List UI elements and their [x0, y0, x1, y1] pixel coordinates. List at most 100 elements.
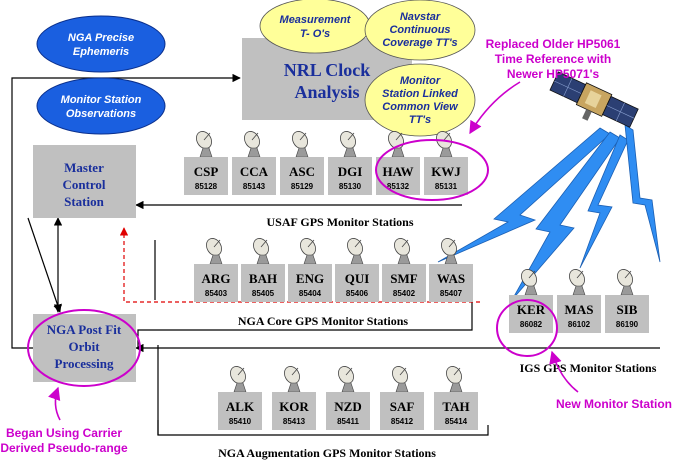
svg-text:TT's: TT's: [409, 114, 431, 126]
station-code: ALK: [226, 399, 255, 414]
station-id: 85143: [243, 182, 266, 191]
highlight-ellipse-haw-kwj: [375, 139, 489, 201]
igs-group-label: IGS GPS Monitor Stations: [520, 361, 657, 375]
station-core-smf: SMF 85402: [382, 238, 426, 302]
dish-antenna-icon: [284, 366, 301, 393]
lightning-bolt-icon: [579, 134, 629, 269]
svg-text:Replaced Older HP5061: Replaced Older HP5061: [486, 37, 621, 51]
svg-text:Began Using Carrier: Began Using Carrier: [6, 426, 122, 440]
station-code: NZD: [334, 399, 361, 414]
station-code: SIB: [617, 302, 638, 317]
master-control-station-box: [33, 145, 136, 218]
highlight-ellipse-ker: [496, 299, 558, 357]
svg-text:NGA Post Fit: NGA Post Fit: [47, 322, 122, 337]
svg-text:Station: Station: [64, 194, 105, 209]
station-box: [218, 392, 262, 430]
blue-oval-monitor-observations: Monitor Station Observations: [36, 77, 166, 135]
station-id: 85411: [337, 417, 359, 426]
dish-antenna-icon: [292, 131, 309, 158]
station-box: [194, 264, 238, 302]
station-id: 85405: [252, 289, 275, 298]
dish-antenna-icon: [244, 131, 261, 158]
svg-text:T- O's: T- O's: [300, 28, 330, 40]
station-box: [335, 264, 379, 302]
station-box: [280, 157, 324, 195]
dish-antenna-icon: [347, 238, 364, 265]
station-aug-alk: ALK 85410: [218, 366, 262, 430]
station-box: [326, 392, 370, 430]
station-id: 85414: [445, 417, 468, 426]
svg-text:Station Linked: Station Linked: [382, 88, 458, 100]
yellow-oval-measurement: Measurement T- O's: [259, 0, 371, 54]
station-id: 85132: [387, 182, 410, 191]
station-box: [328, 157, 372, 195]
svg-text:New Monitor Station: New Monitor Station: [556, 397, 672, 411]
station-code: KOR: [279, 399, 309, 414]
annotation-new-station: New Monitor Station: [496, 299, 672, 411]
svg-text:Newer HP5071's: Newer HP5071's: [507, 67, 600, 81]
station-id: 85402: [393, 289, 416, 298]
station-box: [288, 264, 332, 302]
station-id: 85129: [291, 182, 314, 191]
dish-antenna-icon: [230, 366, 247, 393]
station-box: [380, 392, 424, 430]
station-code: MAS: [565, 302, 594, 317]
dish-antenna-icon: [388, 131, 405, 158]
station-igs-mas: MAS 86102: [557, 269, 601, 333]
dish-antenna-icon: [253, 238, 270, 265]
svg-text:Derived Pseudo-range: Derived Pseudo-range: [0, 441, 128, 455]
station-code: QUI: [345, 271, 370, 286]
highlight-ellipse-post-fit: [27, 309, 141, 387]
annotation-carrier-pseudorange: Began Using Carrier Derived Pseudo-range: [0, 309, 141, 455]
lightning-bolt-icon: [624, 124, 661, 263]
station-aug-nzd: NZD 85411: [326, 366, 370, 430]
station-box: [605, 295, 649, 333]
station-usaf-asc: ASC 85129: [280, 131, 324, 195]
station-code: SAF: [390, 399, 415, 414]
usaf-group-label: USAF GPS Monitor Stations: [266, 215, 413, 229]
svg-text:Processing: Processing: [55, 356, 114, 371]
station-core-qui: QUI 85406: [335, 238, 379, 302]
blue-oval-precise-ephemeris: NGA Precise Ephemeris: [36, 15, 166, 73]
station-box: [376, 157, 420, 195]
station-box: [232, 157, 276, 195]
dish-antenna-icon: [521, 269, 538, 296]
lightning-bolt-icon: [437, 127, 611, 263]
svg-text:Measurement: Measurement: [280, 14, 352, 26]
svg-text:Control: Control: [62, 177, 105, 192]
station-id: 85406: [346, 289, 369, 298]
post-fit-orbit-processing-box: [33, 314, 136, 382]
svg-text:Coverage TT's: Coverage TT's: [382, 37, 457, 49]
station-id: 85407: [440, 289, 463, 298]
station-code: ASC: [289, 164, 315, 179]
dish-antenna-icon: [441, 238, 458, 265]
station-code: DGI: [338, 164, 363, 179]
dish-antenna-icon: [392, 366, 409, 393]
dish-antenna-icon: [569, 269, 586, 296]
station-code: SMF: [390, 271, 418, 286]
annotation-replaced-hp: Replaced Older HP5061 Time Reference wit…: [375, 37, 621, 201]
station-code: ENG: [296, 271, 324, 286]
station-id: 85404: [299, 289, 322, 298]
station-code: ARG: [202, 271, 231, 286]
station-id: 85412: [391, 417, 414, 426]
station-code: TAH: [442, 399, 469, 414]
station-aug-tah: TAH 85414: [434, 366, 478, 430]
station-id: 86082: [520, 320, 543, 329]
yellow-oval-navstar: Navstar Continuous Coverage TT's: [364, 0, 476, 61]
svg-text:Observations: Observations: [66, 108, 136, 120]
station-id: 85130: [339, 182, 362, 191]
dish-antenna-icon: [196, 131, 213, 158]
station-id: 85410: [229, 417, 252, 426]
station-id: 86102: [568, 320, 591, 329]
